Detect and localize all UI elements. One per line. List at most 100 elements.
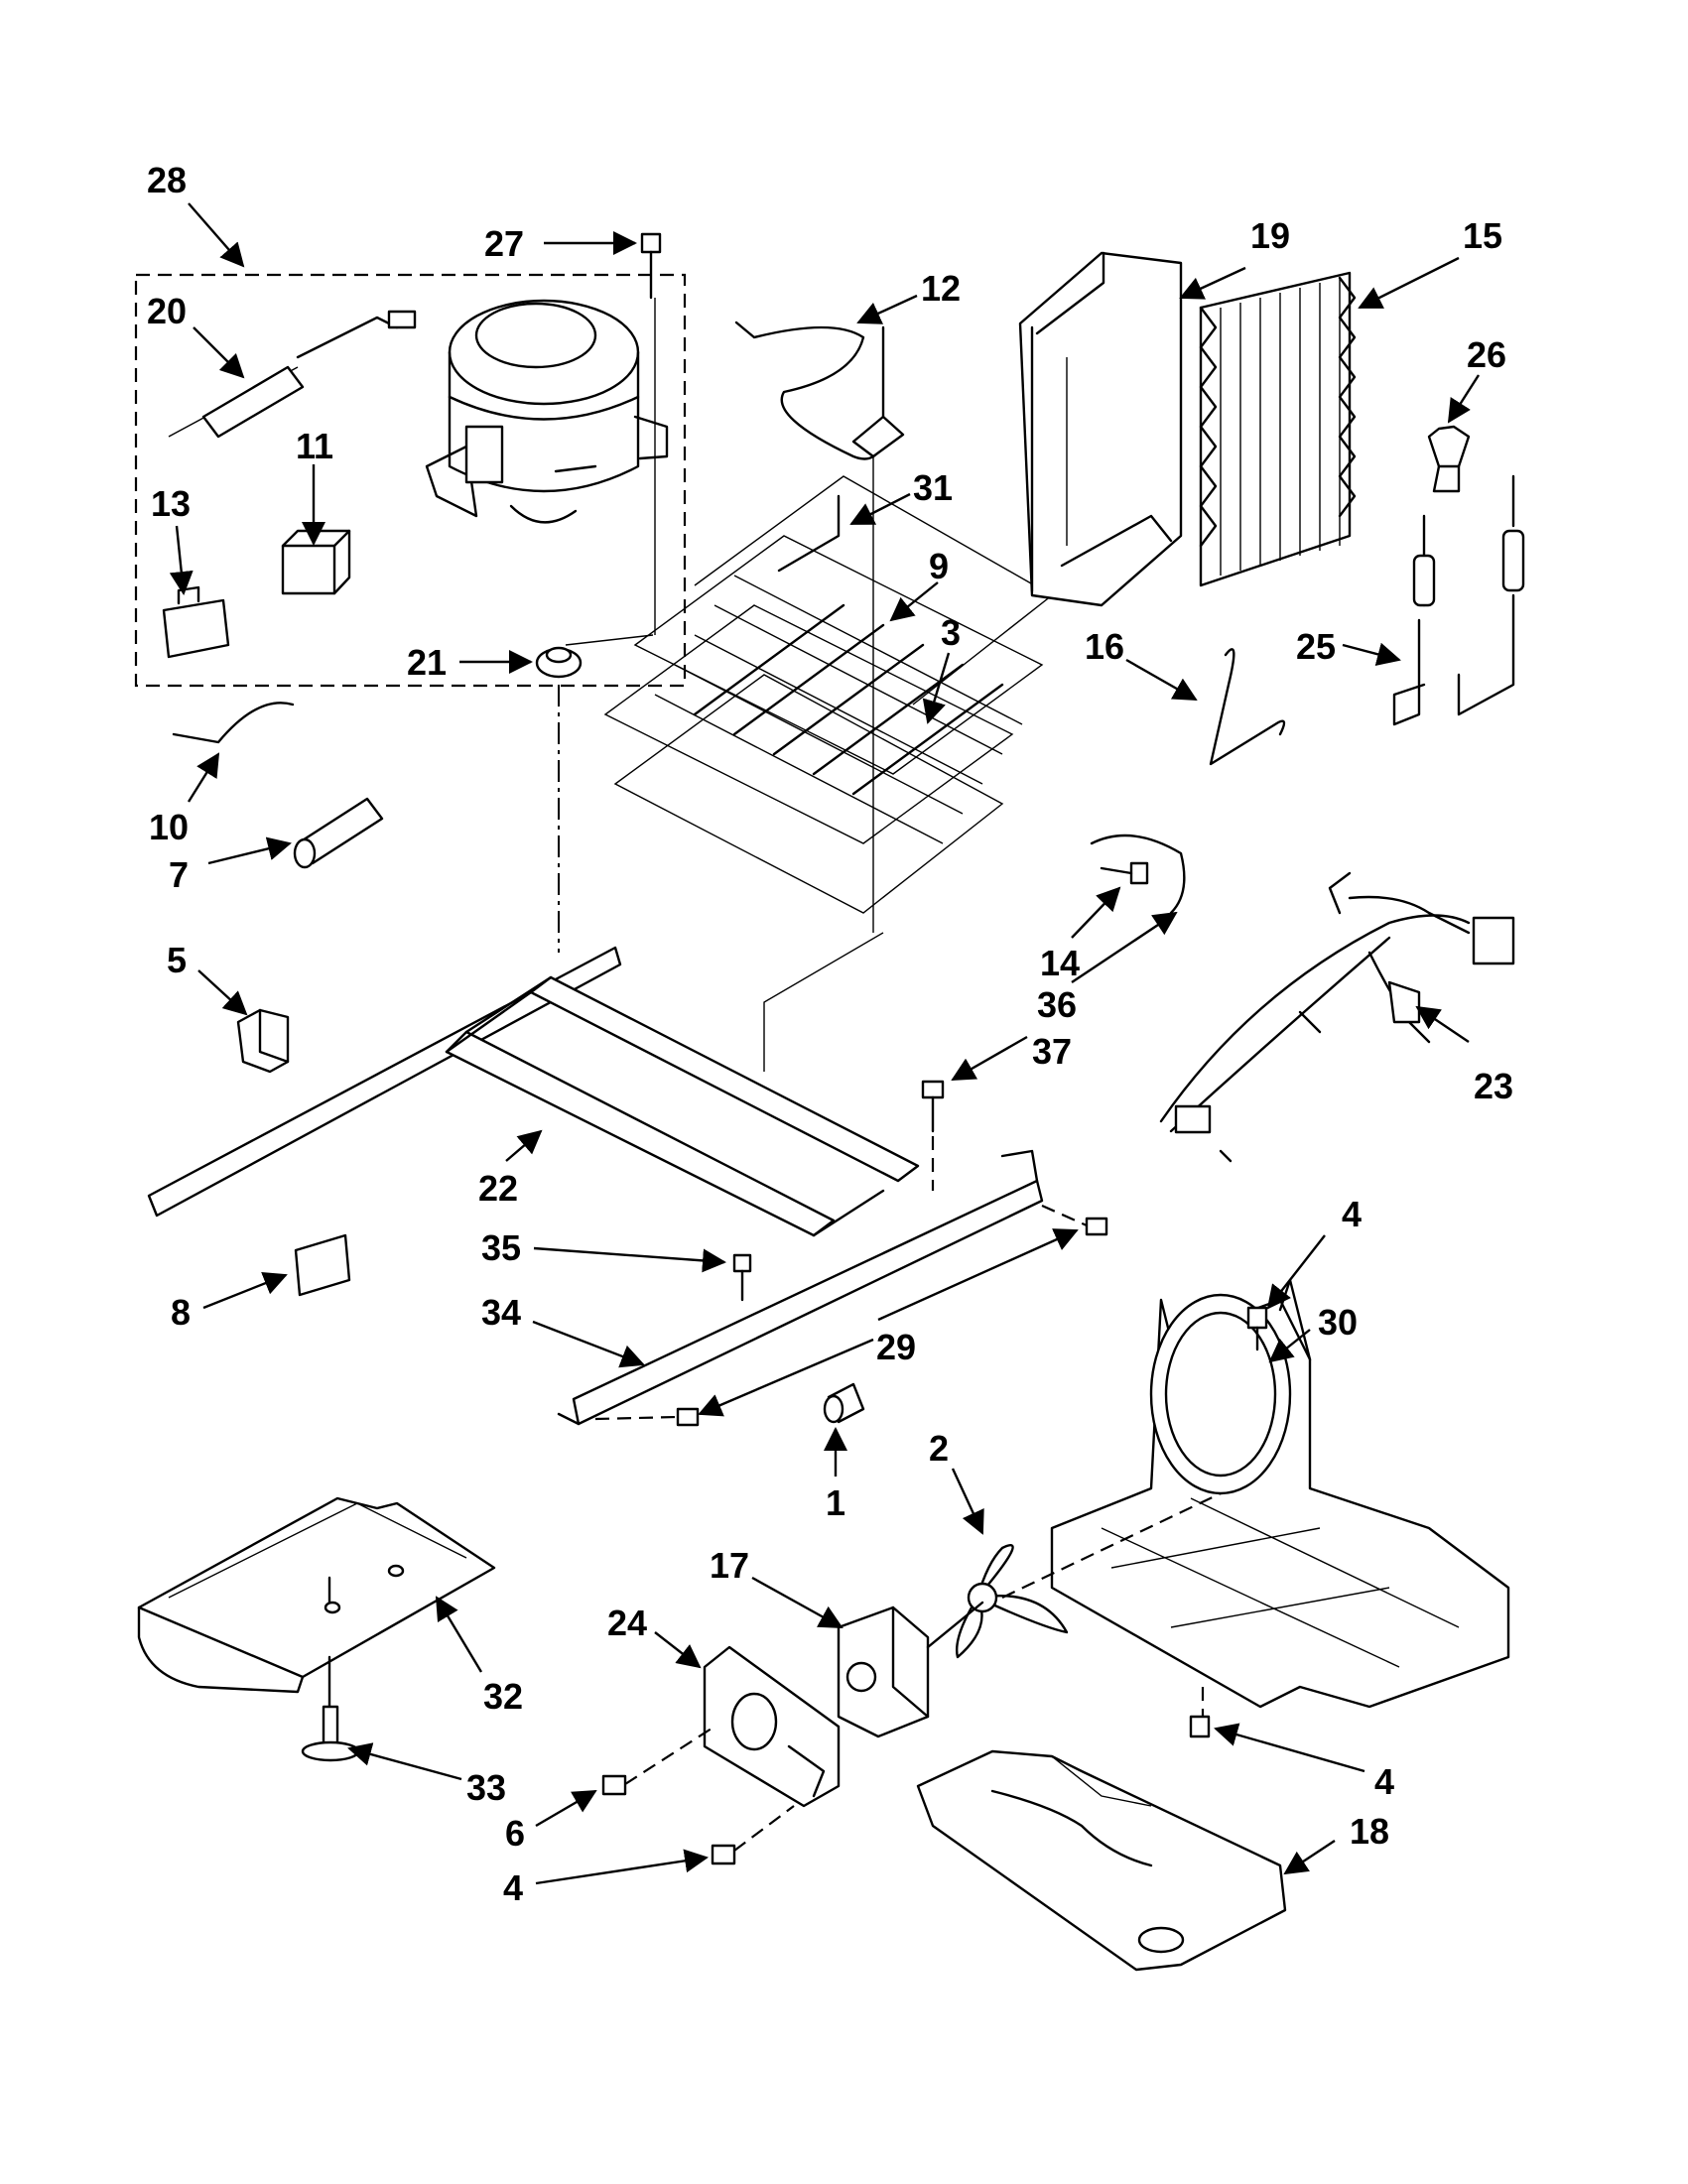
drain-pan-part bbox=[916, 1749, 1287, 1972]
leader-4b bbox=[535, 1849, 709, 1885]
tube-7-part bbox=[293, 797, 384, 869]
callout-19: 19 bbox=[1250, 215, 1290, 256]
callout-28: 28 bbox=[147, 160, 187, 200]
callout-17: 17 bbox=[710, 1545, 749, 1586]
leader-23 bbox=[1415, 1005, 1470, 1043]
wire-10-part bbox=[172, 702, 295, 744]
callout-32: 32 bbox=[483, 1676, 523, 1717]
compressor-kit-group-box bbox=[134, 273, 687, 688]
callout-34: 34 bbox=[481, 1292, 521, 1333]
callout-2: 2 bbox=[929, 1428, 949, 1469]
motor-bracket-part bbox=[703, 1645, 841, 1808]
spacer-1-part bbox=[823, 1382, 865, 1424]
tube-31-part bbox=[777, 494, 841, 573]
callout-22: 22 bbox=[478, 1168, 518, 1209]
clip-26-part bbox=[1427, 425, 1471, 493]
leader-3 bbox=[922, 652, 951, 724]
callout-14: 14 bbox=[1040, 943, 1080, 983]
callout-30: 30 bbox=[1318, 1302, 1358, 1343]
callout-37: 37 bbox=[1032, 1031, 1072, 1072]
screw-29a-part bbox=[1085, 1217, 1108, 1236]
callout-23: 23 bbox=[1474, 1066, 1513, 1106]
fastener-33-part bbox=[301, 1655, 360, 1762]
callout-27: 27 bbox=[484, 223, 524, 264]
callout-13: 13 bbox=[151, 483, 191, 524]
condenser-coil-part bbox=[1199, 271, 1357, 587]
leader-34 bbox=[532, 1320, 645, 1368]
leader-29b bbox=[698, 1338, 874, 1417]
callout-10: 10 bbox=[149, 807, 189, 847]
grommet-21-part bbox=[535, 646, 583, 679]
leader-13 bbox=[169, 525, 194, 595]
frame-rail-22-part bbox=[147, 946, 920, 1237]
leader-4a bbox=[1266, 1234, 1326, 1310]
screw-4b-part bbox=[711, 1844, 736, 1865]
callout-31: 31 bbox=[913, 467, 953, 508]
drier-25-part bbox=[1392, 474, 1525, 726]
leader-2 bbox=[951, 1468, 984, 1535]
leader-5 bbox=[197, 969, 248, 1016]
pad-8-part bbox=[294, 1233, 351, 1297]
callout-29: 29 bbox=[876, 1327, 916, 1367]
leader-28 bbox=[188, 202, 245, 268]
compressor-part bbox=[425, 299, 669, 524]
leader-9 bbox=[889, 581, 939, 622]
leader-35 bbox=[533, 1246, 726, 1273]
relay-cover-part bbox=[162, 585, 230, 659]
callout-11: 11 bbox=[296, 426, 333, 466]
callout-33: 33 bbox=[466, 1767, 506, 1808]
callout-12: 12 bbox=[921, 268, 961, 309]
leader-19 bbox=[1179, 266, 1246, 300]
callout-5: 5 bbox=[167, 940, 187, 980]
clip-5-part bbox=[236, 1008, 290, 1074]
leader-31 bbox=[849, 492, 911, 526]
callout-1: 1 bbox=[826, 1482, 845, 1523]
screw-4a-part bbox=[1246, 1306, 1268, 1351]
callout-21: 21 bbox=[407, 642, 447, 683]
callout-15: 15 bbox=[1463, 215, 1502, 256]
callout-35: 35 bbox=[481, 1227, 521, 1268]
leader-7 bbox=[207, 836, 292, 865]
leader-33 bbox=[347, 1742, 462, 1781]
insulation-panel-part bbox=[137, 1496, 496, 1694]
callout-26: 26 bbox=[1467, 334, 1506, 375]
bolt-37-part bbox=[921, 1080, 945, 1133]
evaporator-cover-part bbox=[1018, 251, 1183, 607]
leader-26 bbox=[1447, 374, 1481, 424]
callout-4-bottom-right: 4 bbox=[1374, 1761, 1394, 1802]
leader-18 bbox=[1283, 1839, 1336, 1875]
leader-36 bbox=[1071, 911, 1178, 983]
bracket-36-part bbox=[1090, 834, 1186, 915]
evaporator-part bbox=[603, 415, 1054, 933]
base-plate-30-part bbox=[1050, 1278, 1510, 1709]
fan-motor-part bbox=[837, 1601, 984, 1738]
screw-4c-part bbox=[1189, 1715, 1211, 1738]
callout-20: 20 bbox=[147, 291, 187, 331]
leader-25 bbox=[1342, 642, 1401, 667]
leader-24 bbox=[654, 1631, 702, 1669]
leader-22 bbox=[505, 1129, 543, 1162]
callout-4-bottom-left: 4 bbox=[503, 1867, 523, 1908]
leader-14 bbox=[1071, 886, 1121, 939]
callout-16: 16 bbox=[1085, 626, 1124, 667]
leader-16 bbox=[1125, 658, 1198, 702]
leader-17 bbox=[751, 1576, 844, 1629]
relay-part bbox=[281, 529, 351, 595]
callout-9: 9 bbox=[929, 546, 949, 586]
bolt-35-part bbox=[732, 1253, 752, 1302]
callout-8: 8 bbox=[171, 1292, 191, 1333]
crossbar-34-part bbox=[557, 1149, 1044, 1426]
screw-29b-part bbox=[676, 1407, 700, 1427]
callout-25: 25 bbox=[1296, 626, 1336, 667]
leader-20 bbox=[193, 326, 245, 379]
leader-29a bbox=[877, 1228, 1079, 1322]
leader-32 bbox=[435, 1596, 483, 1673]
leader-6 bbox=[535, 1789, 597, 1828]
callout-4-top: 4 bbox=[1342, 1194, 1362, 1234]
leader-37 bbox=[951, 1035, 1028, 1082]
bolt-27-part bbox=[640, 232, 662, 300]
screw-6-part bbox=[601, 1774, 627, 1796]
wiring-harness-part bbox=[1159, 871, 1515, 1163]
fan-blade-part bbox=[956, 1492, 1222, 1659]
